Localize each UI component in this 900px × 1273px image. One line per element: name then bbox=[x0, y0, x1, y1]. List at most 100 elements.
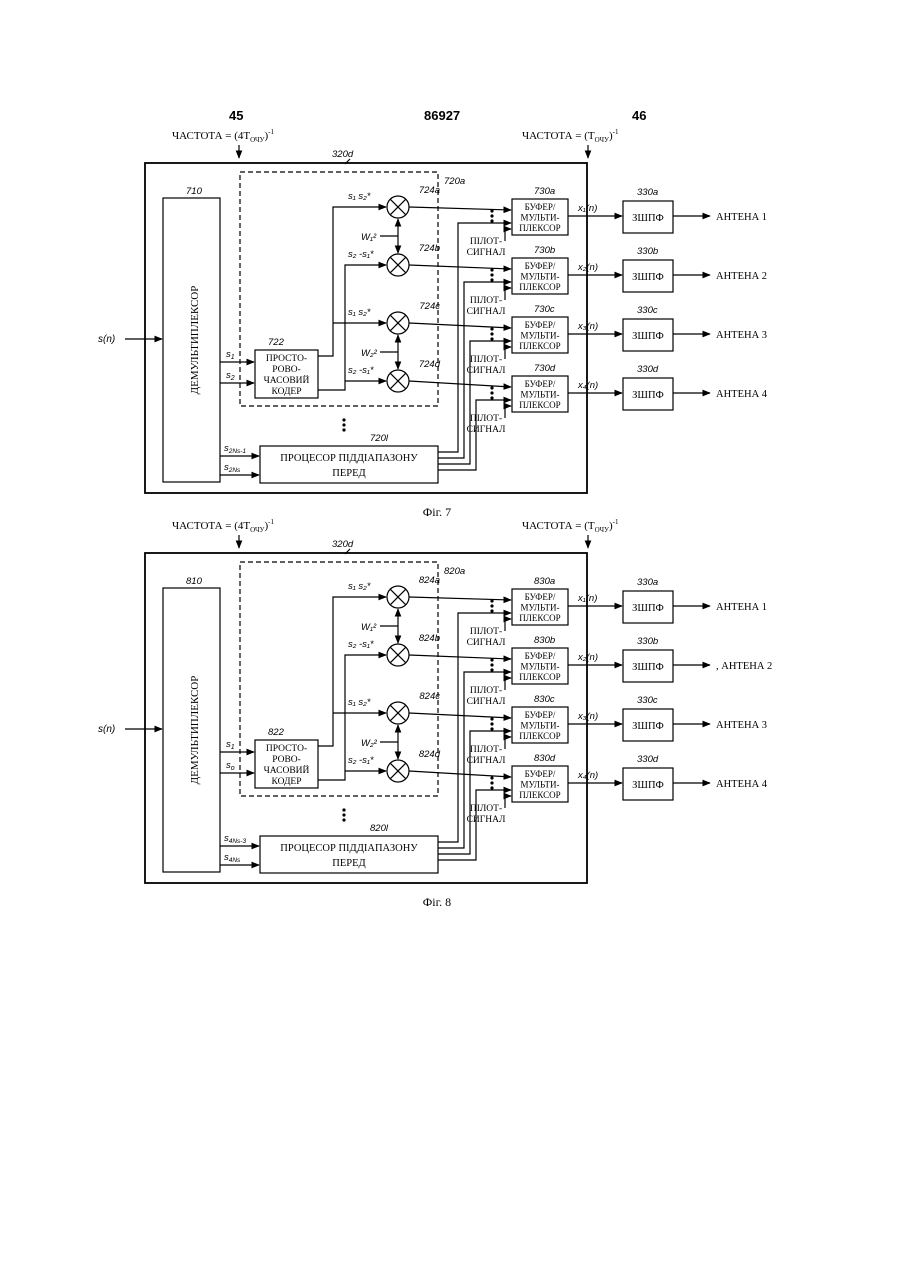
continuation-dots bbox=[490, 781, 493, 784]
subband-input-label: s2Ns-1 bbox=[224, 443, 246, 455]
frequency-sub: ОЧУ bbox=[595, 526, 609, 534]
continuation-dots bbox=[342, 418, 345, 421]
subband-input-sub: 2Ns bbox=[228, 467, 241, 474]
figure-caption: Фіг. 7 bbox=[423, 505, 451, 519]
multiplier-ref: 824d bbox=[419, 749, 441, 760]
right-page-number: 46 bbox=[632, 108, 646, 123]
buffer-ref: 730d bbox=[534, 363, 556, 374]
subband-processor-text: ПРОЦЕСОР ПІДДІАПАЗОНУ bbox=[280, 453, 418, 464]
continuation-dots bbox=[490, 278, 493, 281]
filter-text: ЗШПФ bbox=[632, 390, 664, 401]
pilot-signal-label: СИГНАЛ bbox=[467, 756, 506, 766]
space-time-coder-text: РОВО- bbox=[272, 755, 301, 765]
filter-text: ЗШПФ bbox=[632, 780, 664, 791]
coder-input-sub: 1 bbox=[231, 744, 235, 751]
filter-text: ЗШПФ bbox=[632, 721, 664, 732]
pilot-signal-label: ПІЛОТ- bbox=[470, 745, 502, 755]
pilot-signal-label: ПІЛОТ- bbox=[470, 414, 502, 424]
buffer-text: МУЛЬТИ- bbox=[521, 390, 560, 400]
subband-to-buffer bbox=[438, 400, 511, 470]
demultiplexer-label: ДЕМУЛЬТИПЛЕКСОР bbox=[189, 286, 201, 395]
filter-ref: 330c bbox=[637, 305, 658, 316]
pilot-signal-label: СИГНАЛ bbox=[467, 425, 506, 435]
buffer-text: МУЛЬТИ- bbox=[521, 603, 560, 613]
antenna-label: АНТЕНА 1 bbox=[716, 602, 767, 613]
encoder-group-ref: 720a bbox=[444, 176, 465, 187]
pilot-signal-label: СИГНАЛ bbox=[467, 248, 506, 258]
continuation-dots bbox=[342, 818, 345, 821]
filter-ref: 330c bbox=[637, 695, 658, 706]
demultiplexer-label: ДЕМУЛЬТИПЛЕКСОР bbox=[189, 676, 201, 785]
continuation-dots bbox=[342, 428, 345, 431]
buffer-text: ПЛЕКСОР bbox=[519, 341, 560, 351]
filter-text: ЗШПФ bbox=[632, 603, 664, 614]
buffer-text: БУФЕР/ bbox=[525, 592, 556, 602]
continuation-dots bbox=[490, 214, 493, 217]
multiplier-to-buffer bbox=[409, 597, 511, 600]
space-time-coder-ref: 722 bbox=[268, 337, 285, 348]
subband-input-sub: 2Ns-1 bbox=[228, 448, 247, 455]
filter-ref: 330d bbox=[637, 754, 659, 765]
subband-input-sub: 4Ns-3 bbox=[229, 838, 247, 845]
multiplier-to-buffer bbox=[409, 381, 511, 387]
frequency-label-right: ЧАСТОТА = (ТОЧУ)-1 bbox=[522, 128, 619, 144]
output-signal-label: x₃(n) bbox=[577, 711, 598, 722]
buffer-text: ПЛЕКСОР bbox=[519, 672, 560, 682]
pilot-signal-label: ПІЛОТ- bbox=[470, 296, 502, 306]
multiplier-ref: 824b bbox=[419, 633, 440, 644]
frequency-label-right: ЧАСТОТА = (ТОЧУ)-1 bbox=[522, 518, 619, 534]
coder-output-bus bbox=[318, 207, 386, 356]
continuation-dots bbox=[490, 219, 493, 222]
subband-input-label: s4Ns-3 bbox=[224, 833, 246, 845]
figure-8-diagram: ЧАСТОТА = (4ТОЧУ)-1ЧАСТОТА = (ТОЧУ)-1320… bbox=[98, 518, 772, 909]
space-time-coder-text: КОДЕР bbox=[271, 387, 301, 397]
buffer-text: БУФЕР/ bbox=[525, 261, 556, 271]
continuation-dots bbox=[490, 658, 493, 661]
continuation-dots bbox=[490, 327, 493, 330]
filter-text: ЗШПФ bbox=[632, 213, 664, 224]
buffer-text: МУЛЬТИ- bbox=[521, 213, 560, 223]
output-signal-label: x₃(n) bbox=[577, 321, 598, 332]
multiplier-ref: 724d bbox=[419, 359, 441, 370]
buffer-text: ПЛЕКСОР bbox=[519, 400, 560, 410]
output-signal-label: x₁(n) bbox=[577, 593, 597, 604]
output-signal-label: x₂(n) bbox=[577, 262, 598, 273]
continuation-dots bbox=[342, 813, 345, 816]
buffer-text: МУЛЬТИ- bbox=[521, 331, 560, 341]
buffer-ref: 730b bbox=[534, 245, 555, 256]
multiplier-input-label: s₁ s₂* bbox=[348, 697, 371, 708]
document-number: 86927 bbox=[424, 108, 460, 123]
buffer-text: БУФЕР/ bbox=[525, 320, 556, 330]
coder-input-label: s1 bbox=[226, 739, 235, 751]
continuation-dots bbox=[490, 332, 493, 335]
filter-text: ЗШПФ bbox=[632, 331, 664, 342]
buffer-text: БУФЕР/ bbox=[525, 202, 556, 212]
buffer-text: БУФЕР/ bbox=[525, 769, 556, 779]
multiplier-input-label: s₁ s₂* bbox=[348, 307, 371, 318]
subband-input-label: s2Ns bbox=[224, 462, 241, 474]
output-signal-label: x₁(n) bbox=[577, 203, 597, 214]
subband-to-buffer bbox=[438, 790, 511, 860]
continuation-dots bbox=[490, 727, 493, 730]
pilot-signal-arrow bbox=[505, 229, 511, 241]
space-time-coder-text: ЧАСОВИЙ bbox=[264, 764, 310, 776]
multiplier-to-buffer bbox=[409, 265, 511, 269]
continuation-dots bbox=[490, 396, 493, 399]
continuation-dots bbox=[490, 668, 493, 671]
buffer-text: ПЛЕКСОР bbox=[519, 613, 560, 623]
output-signal-label: x₄(n) bbox=[577, 770, 598, 781]
continuation-dots bbox=[490, 386, 493, 389]
multiplier-ref: 724b bbox=[419, 243, 440, 254]
frequency-label-left: ЧАСТОТА = (4ТОЧУ)-1 bbox=[172, 518, 275, 534]
subband-input-label: s4Ns bbox=[224, 852, 241, 864]
frequency-label-left: ЧАСТОТА = (4ТОЧУ)-1 bbox=[172, 128, 275, 144]
space-time-coder-text: ЧАСОВИЙ bbox=[264, 374, 310, 386]
continuation-dots bbox=[490, 268, 493, 271]
buffer-text: БУФЕР/ bbox=[525, 379, 556, 389]
multiplier-ref: 724c bbox=[419, 301, 440, 312]
figure-7-diagram: ЧАСТОТА = (4ТОЧУ)-1 ЧАСТОТА = (ТОЧУ)-1 320… bbox=[98, 128, 768, 519]
frame-ref-label: 320d bbox=[332, 149, 354, 160]
pilot-signal-arrow bbox=[505, 406, 511, 418]
multiplier-ref: 724a bbox=[419, 185, 440, 196]
